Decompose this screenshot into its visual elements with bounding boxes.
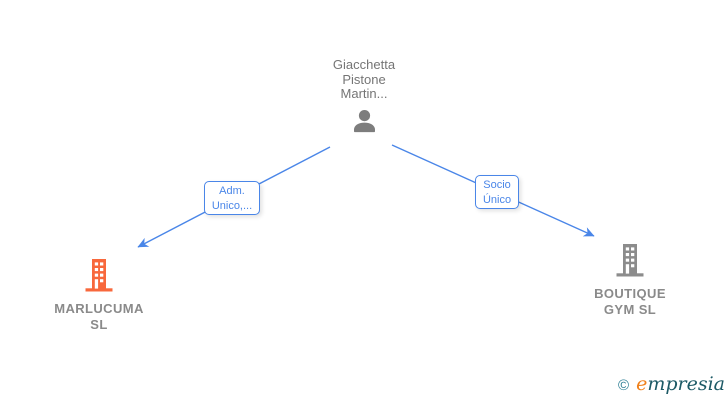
edge-label-adm-unico[interactable]: Adm. Unico,...	[204, 181, 260, 215]
brand-initial: e	[636, 373, 648, 395]
copyright-icon: ©	[618, 377, 630, 394]
company-name-marlucuma: MARLUCUMA SL	[54, 301, 144, 332]
building-icon	[51, 259, 147, 297]
person-icon	[324, 108, 404, 138]
footer-logo[interactable]: © empresia	[618, 373, 725, 395]
building-icon	[590, 244, 670, 282]
brand-wordmark: empresia	[636, 373, 725, 395]
company-node-boutique-gym[interactable]: BOUTIQUE GYM SL	[590, 244, 670, 317]
brand-rest: mpresia	[647, 373, 725, 395]
edge-label-socio-unico[interactable]: Socio Único	[475, 175, 519, 209]
person-name: Giacchetta Pistone Martin...	[332, 57, 396, 101]
person-node[interactable]: Giacchetta Pistone Martin...	[324, 57, 404, 138]
company-name-boutique-gym: BOUTIQUE GYM SL	[594, 286, 666, 317]
company-node-marlucuma[interactable]: MARLUCUMA SL	[51, 259, 147, 332]
